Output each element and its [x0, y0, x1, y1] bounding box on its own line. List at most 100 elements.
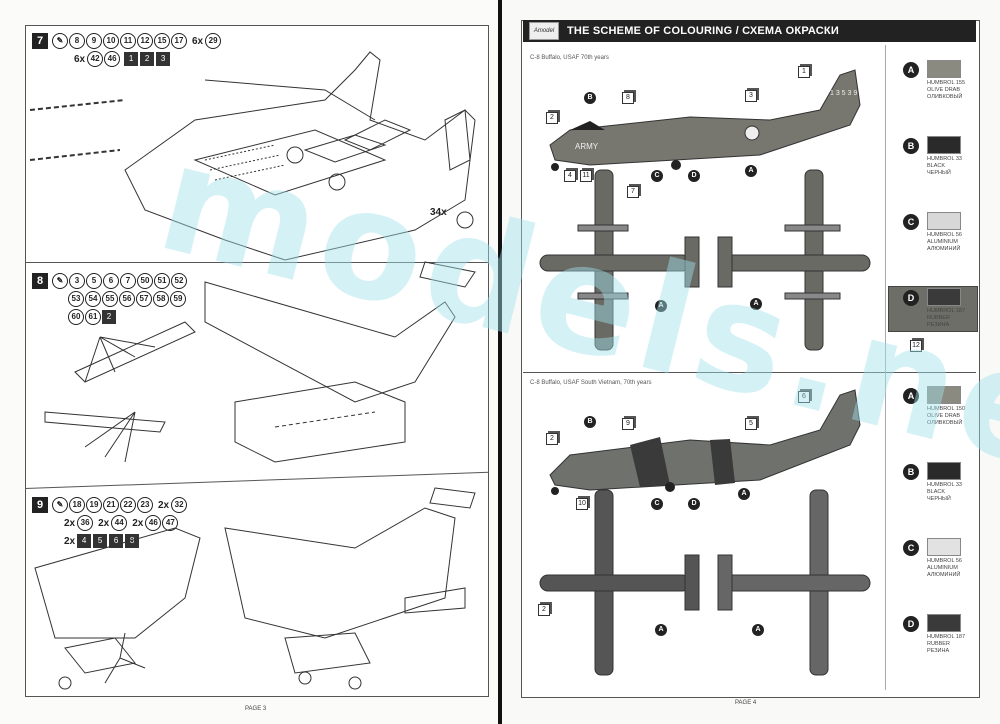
- main-wing-assembly: [204, 281, 456, 403]
- decal-callout: 11: [580, 170, 592, 182]
- decal-callout: 7: [627, 186, 639, 198]
- quantity-multiplier: 6x: [74, 53, 86, 65]
- decal-callout: 2: [546, 112, 558, 124]
- part-number: 7: [120, 273, 136, 289]
- decal-callout: 3: [745, 90, 757, 102]
- part-number: 11: [120, 33, 136, 49]
- part-number: 53: [68, 291, 84, 307]
- quantity-multiplier: 2x: [98, 517, 110, 529]
- colour-key: C: [903, 540, 919, 556]
- step-7-header: 7 ✎ 8 9 10 11 12 15 17 6x 29 6x 42 46 1 …: [32, 32, 222, 68]
- colour-key: C: [903, 214, 919, 230]
- page-title: THE SCHEME OF COLOURING / СХЕМА ОКРАСКИ: [567, 25, 839, 37]
- rigging-lines: [84, 336, 156, 463]
- part-number: 23: [137, 497, 153, 513]
- part-number: 55: [102, 291, 118, 307]
- quantity-multiplier: 2x: [158, 499, 170, 511]
- amodel-logo: Amodel: [529, 22, 559, 40]
- step-8-header: 8 ✎ 3 5 6 7 50 51 52 53 54 55 56 57 58 5…: [32, 272, 188, 326]
- part-number: 36: [77, 515, 94, 531]
- book-spine: [498, 0, 502, 724]
- step-7-fuselage-drawing: [29, 51, 476, 261]
- part-number: 56: [119, 291, 135, 307]
- decal-callout: 6: [798, 391, 810, 403]
- part-number: 9: [86, 33, 102, 49]
- paint-swatch: [927, 212, 961, 230]
- top-view-plan: [539, 489, 700, 676]
- part-number: 46: [145, 515, 162, 531]
- bottom-view-plan: [717, 489, 871, 676]
- colour-key: D: [903, 616, 919, 632]
- decal-callout: 5: [745, 418, 757, 430]
- part-number: 10: [103, 33, 119, 49]
- step-number: 7: [32, 33, 48, 49]
- step-number: 9: [32, 497, 48, 513]
- glue-icon: ✎: [52, 497, 68, 513]
- colour-badge-a: A: [750, 298, 762, 310]
- propeller: [104, 632, 146, 684]
- variant-1-aircraft-views: ARMY 1 3 5 3 9: [539, 69, 871, 351]
- colour-badge-b: B: [584, 92, 596, 104]
- glue-icon: ✎: [52, 273, 68, 289]
- quantity-multiplier: 2x: [64, 517, 76, 529]
- header-bar: Amodel THE SCHEME OF COLOURING / СХЕМА О…: [523, 20, 976, 42]
- part-number: 22: [120, 497, 136, 513]
- decal-callout: 2: [546, 433, 558, 445]
- quantity-note: 34x: [430, 207, 447, 218]
- wheel-part: [298, 671, 312, 685]
- part-number: 6: [103, 273, 119, 289]
- step-9-header: 9 ✎ 18 19 21 22 23 2x 32 2x 36 2x 44 2x …: [32, 496, 188, 550]
- decal-callout: 2: [538, 604, 550, 616]
- part-number: 58: [153, 291, 169, 307]
- colour-badge-a: A: [655, 300, 667, 312]
- bottom-view-plan: [717, 169, 871, 351]
- colour-badge-a: A: [752, 624, 764, 636]
- wheel-part: [286, 146, 304, 164]
- part-number: 17: [171, 33, 187, 49]
- side-view-fuselage: [549, 389, 861, 495]
- colour-key: B: [903, 464, 919, 480]
- lower-wing: [44, 411, 166, 433]
- decal-number: 5: [93, 534, 108, 548]
- upper-wing: [74, 321, 196, 383]
- camo-band: [630, 437, 670, 487]
- decal-number: 3: [156, 52, 171, 66]
- step-8-wing-drawing: [44, 261, 476, 463]
- camo-band: [710, 439, 735, 485]
- decal-callout: 1: [798, 66, 810, 78]
- variant-2-aircraft-views: [539, 389, 871, 676]
- paint-swatch: [927, 614, 961, 632]
- tail-unit: [429, 487, 476, 509]
- part-number: 15: [154, 33, 170, 49]
- quantity-multiplier: 6x: [192, 35, 204, 47]
- part-number: 29: [205, 33, 222, 49]
- part-number: 21: [103, 497, 119, 513]
- paint-swatch: [927, 538, 961, 556]
- part-number: 47: [162, 515, 179, 531]
- part-number: 18: [69, 497, 85, 513]
- part-number: 19: [86, 497, 102, 513]
- engine-nacelle-left: [64, 637, 136, 674]
- army-marking: ARMY: [575, 142, 599, 151]
- part-number: 8: [69, 33, 85, 49]
- colour-badge-b: B: [584, 416, 596, 428]
- quantity-multiplier: 2x: [64, 535, 76, 547]
- cabin-floor-outline: [193, 129, 387, 196]
- engine-nacelle-right: [284, 632, 371, 674]
- colour-badge-d: D: [688, 498, 700, 510]
- decal-number: 4: [77, 534, 92, 548]
- left-wing-line: [29, 99, 126, 161]
- part-number: 52: [171, 273, 187, 289]
- decal-number: 2: [140, 52, 155, 66]
- part-number: 44: [111, 515, 128, 531]
